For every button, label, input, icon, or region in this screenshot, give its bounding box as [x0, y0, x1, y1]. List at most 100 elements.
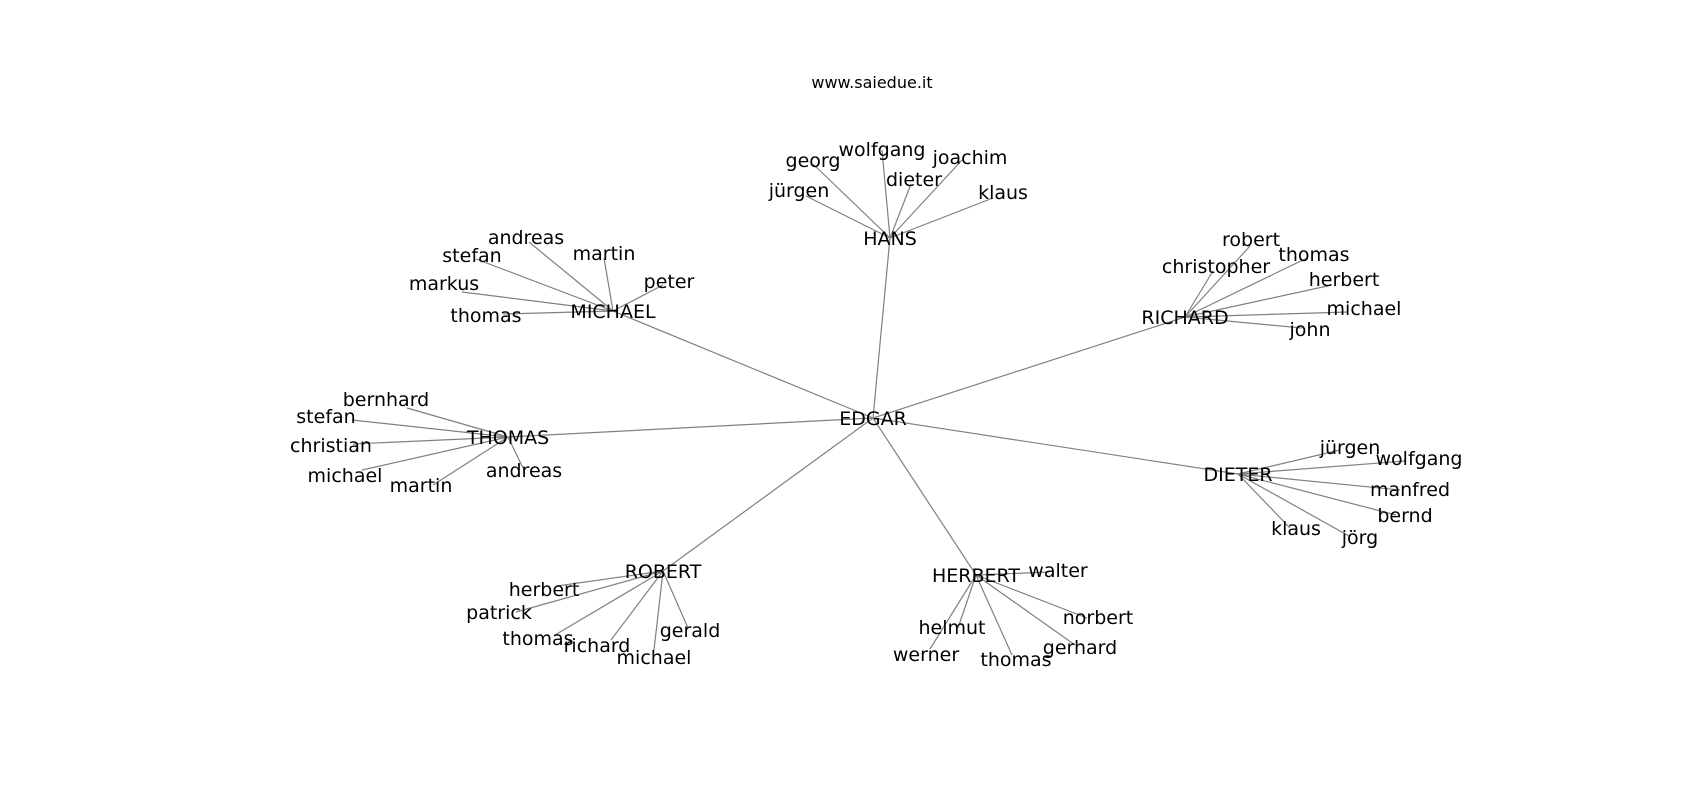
node-richard-christopher: christopher — [1162, 256, 1270, 278]
node-michael-martin: martin — [573, 243, 636, 265]
edge-root-herbert — [872, 417, 977, 576]
edge-dieter-bernd — [1237, 473, 1397, 516]
node-hans-joachim: joachim — [932, 147, 1008, 169]
node-hans-wolfgang: wolfgang — [839, 139, 926, 161]
edge-dieter-wolfgang — [1237, 460, 1406, 475]
node-thomas-christian: christian — [290, 435, 372, 457]
edge-thomas-michael — [361, 436, 509, 471]
node-robert-gerald: gerald — [660, 620, 721, 642]
node-richard-thomas: thomas — [1278, 244, 1349, 266]
node-thomas-stefan: stefan — [296, 406, 355, 428]
edge-richard-michael — [1184, 311, 1349, 318]
edge-herbert-gerhard — [975, 574, 1076, 646]
node-thomas-andreas: andreas — [486, 460, 562, 482]
edge-root-robert — [662, 417, 874, 572]
edge-hans-joachim — [889, 159, 963, 239]
node-dieter-klaus: klaus — [1271, 518, 1321, 540]
edge-herbert-helmut — [957, 574, 977, 629]
edge-dieter-manfred — [1237, 473, 1401, 491]
node-herbert-werner: werner — [893, 644, 959, 666]
node-michael-stefan: stefan — [442, 245, 501, 267]
node-thomas-michael: michael — [308, 465, 383, 487]
node-hub-richard: RICHARD — [1141, 307, 1228, 329]
edge-michael-andreas — [528, 241, 614, 312]
edge-richard-thomas — [1184, 257, 1308, 318]
edge-herbert-werner — [929, 574, 977, 650]
node-richard-michael: michael — [1327, 298, 1402, 320]
edge-robert-michael — [653, 570, 664, 651]
node-michael-markus: markus — [409, 273, 479, 295]
node-herbert-walter: walter — [1028, 560, 1088, 582]
node-dieter-jurgen: jürgen — [1319, 437, 1381, 459]
edge-robert-herbert — [556, 570, 664, 587]
node-hub-thomas: THOMAS — [466, 427, 549, 449]
edge-hans-georg — [812, 163, 891, 239]
edge-hans-klaus — [889, 197, 994, 239]
edge-herbert-walter — [975, 571, 1050, 576]
node-richard-robert: robert — [1222, 229, 1280, 251]
node-herbert-thomas: thomas — [980, 649, 1051, 671]
edge-dieter-klaus — [1237, 473, 1291, 529]
node-dieter-jorg: jörg — [1341, 527, 1378, 549]
edge-herbert-thomas — [975, 574, 1013, 656]
edge-robert-richard — [610, 570, 664, 641]
edge-thomas-martin — [432, 436, 509, 486]
node-hub-dieter: DIETER — [1203, 464, 1272, 486]
edge-richard-christopher — [1184, 270, 1214, 318]
edge-thomas-stefan — [351, 419, 509, 438]
edge-michael-stefan — [475, 258, 614, 312]
edge-hans-jurgen — [805, 195, 891, 239]
edge-robert-patrick — [515, 570, 664, 613]
node-dieter-bernd: bernd — [1377, 505, 1432, 527]
node-thomas-bernhard: bernhard — [343, 389, 430, 411]
edge-root-thomas — [507, 417, 874, 438]
node-michael-peter: peter — [644, 271, 695, 293]
edge-robert-gerald — [662, 570, 689, 629]
edge-michael-martin — [603, 257, 614, 312]
node-herbert-gerhard: gerhard — [1043, 637, 1117, 659]
node-michael-thomas: thomas — [450, 305, 521, 327]
node-hub-herbert: HERBERT — [932, 565, 1020, 587]
edge-root-hans — [872, 237, 891, 419]
node-richard-herbert: herbert — [1309, 269, 1380, 291]
node-root: EDGAR — [839, 408, 907, 430]
node-robert-richard: richard — [564, 635, 631, 657]
node-dieter-wolfgang: wolfgang — [1376, 448, 1463, 470]
edge-richard-robert — [1184, 245, 1251, 318]
edge-hans-wolfgang — [881, 149, 891, 239]
node-robert-herbert: herbert — [509, 579, 580, 601]
node-dieter-manfred: manfred — [1370, 479, 1450, 501]
edge-herbert-norbert — [975, 574, 1088, 619]
edge-michael-thomas — [502, 310, 614, 315]
edge-richard-john — [1184, 316, 1303, 329]
node-robert-thomas: thomas — [502, 628, 573, 650]
edge-michael-peter — [612, 284, 664, 312]
edge-thomas-christian — [352, 436, 509, 445]
edge-root-michael — [612, 310, 874, 419]
edge-dieter-jurgen — [1237, 449, 1341, 475]
node-michael-andreas: andreas — [488, 227, 564, 249]
node-robert-michael: michael — [617, 647, 692, 669]
node-richard-john: john — [1289, 319, 1331, 341]
site-watermark: www.saiedue.it — [811, 73, 932, 92]
node-hans-jurgen: jürgen — [768, 180, 830, 202]
node-hub-hans: HANS — [863, 228, 917, 250]
edge-root-richard — [872, 316, 1186, 419]
edge-hans-dieter — [889, 183, 912, 239]
node-hans-dieter: dieter — [886, 169, 942, 191]
edge-thomas-andreas — [507, 436, 524, 469]
edge-michael-markus — [461, 291, 614, 312]
node-robert-patrick: patrick — [466, 602, 532, 624]
node-hans-klaus: klaus — [978, 182, 1028, 204]
node-hans-georg: georg — [786, 150, 841, 172]
node-hub-robert: ROBERT — [625, 561, 702, 583]
node-thomas-martin: martin — [390, 475, 453, 497]
edge-robert-thomas — [554, 570, 664, 636]
edge-root-dieter — [872, 417, 1239, 475]
edge-richard-herbert — [1184, 284, 1333, 318]
node-hub-michael: MICHAEL — [570, 301, 656, 323]
node-herbert-norbert: norbert — [1063, 607, 1134, 629]
node-herbert-helmut: helmut — [918, 617, 985, 639]
